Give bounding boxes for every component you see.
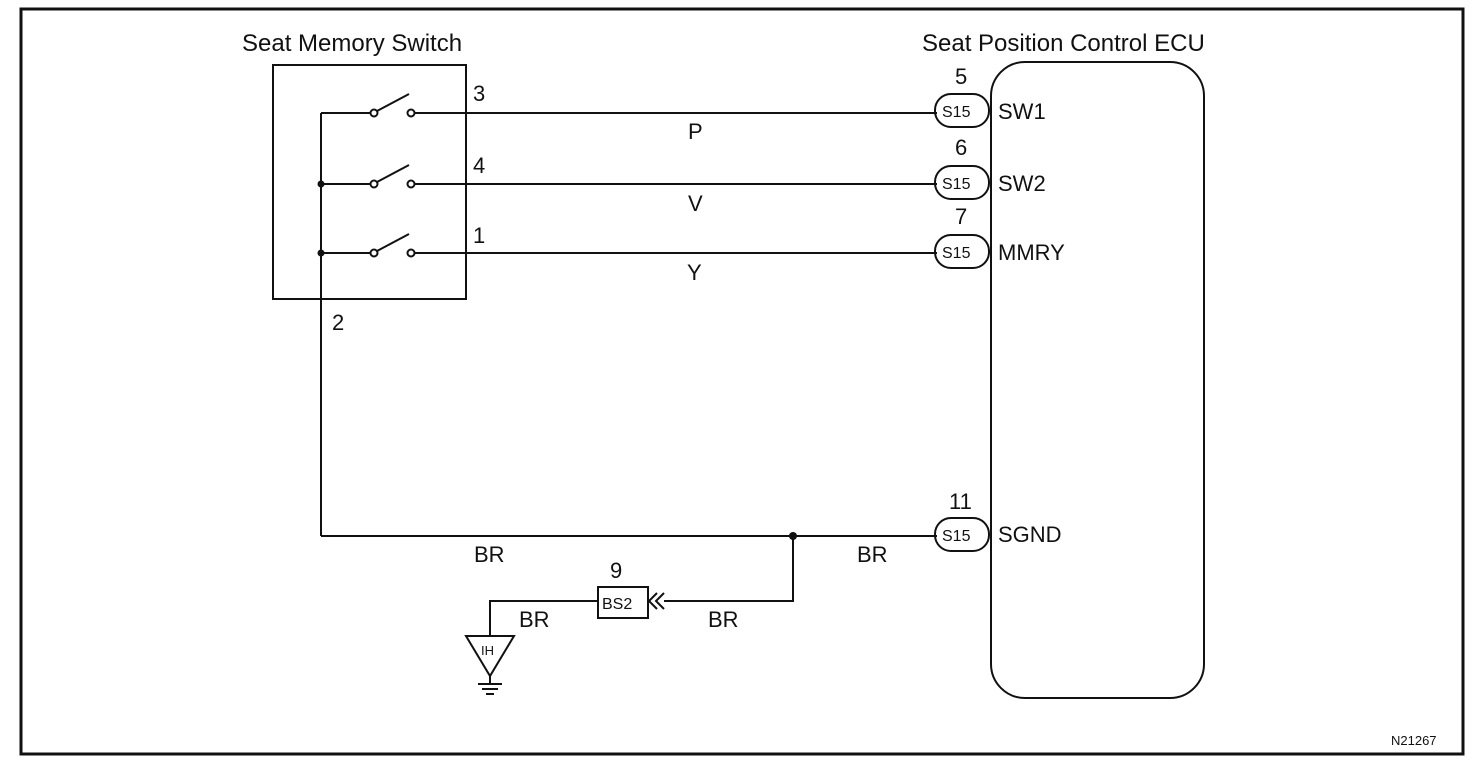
switch-contact-mmry [369,233,416,258]
switch-pin-gnd: 2 [332,310,344,335]
ecu-pin-number: 11 [949,489,972,514]
reference-code: N21267 [1391,733,1437,748]
ecu-connector-label: S15 [942,104,971,121]
switch-contact-sw1 [369,93,416,118]
ecu-pin-number: 6 [955,135,967,160]
ecu-title: Seat Position Control ECU [922,30,1205,57]
ground-connector-pin: 9 [610,558,622,583]
seat-memory-switch-box [272,64,467,300]
wire-color-gnd-right: BR [857,542,888,567]
wire-color-sw2: V [688,191,703,216]
ecu-connector-badge [934,165,990,200]
ecu-pin-number: 7 [955,204,967,229]
connector-arrow-icon [647,592,665,610]
ground-symbol-icon [464,635,516,695]
ecu-connector-label: S15 [942,176,971,193]
switch-title: Seat Memory Switch [242,30,462,57]
wire-ground-branch [664,536,794,602]
ecu-connector-label: S15 [942,245,971,262]
wire-ground-lead [489,600,598,636]
wire-color-ground-lead: BR [519,607,550,632]
ecu-connector-badge [934,517,990,552]
diagram-frame [19,7,1465,756]
switch-pin-sw1: 3 [473,81,485,106]
ecu-signal-label: MMRY [998,240,1065,265]
ecu-signal-label: SGND [998,522,1062,547]
wire-color-sw1: P [688,119,703,144]
junction-dot [317,180,325,188]
ecu-signal-label: SW1 [998,99,1046,124]
ecu-connector-badge [934,93,990,128]
switch-contact-sw2 [369,164,416,189]
ground-connector-label: BS2 [602,596,632,613]
switch-pin-sw2: 4 [473,153,485,178]
seat-position-control-ecu-box [990,61,1205,699]
wire-color-gnd-left: BR [474,542,505,567]
ecu-connector-label: S15 [942,528,971,545]
ecu-signal-label: SW2 [998,171,1046,196]
ground-point-label: IH [481,643,494,658]
wire-color-ground-branch: BR [708,607,739,632]
ecu-pin-number: 5 [955,64,967,89]
junction-dot [317,249,325,257]
ground-connector-box [597,586,649,619]
wire-color-mmry: Y [687,260,702,285]
switch-pin-mmry: 1 [473,223,485,248]
ecu-connector-badge [934,234,990,269]
